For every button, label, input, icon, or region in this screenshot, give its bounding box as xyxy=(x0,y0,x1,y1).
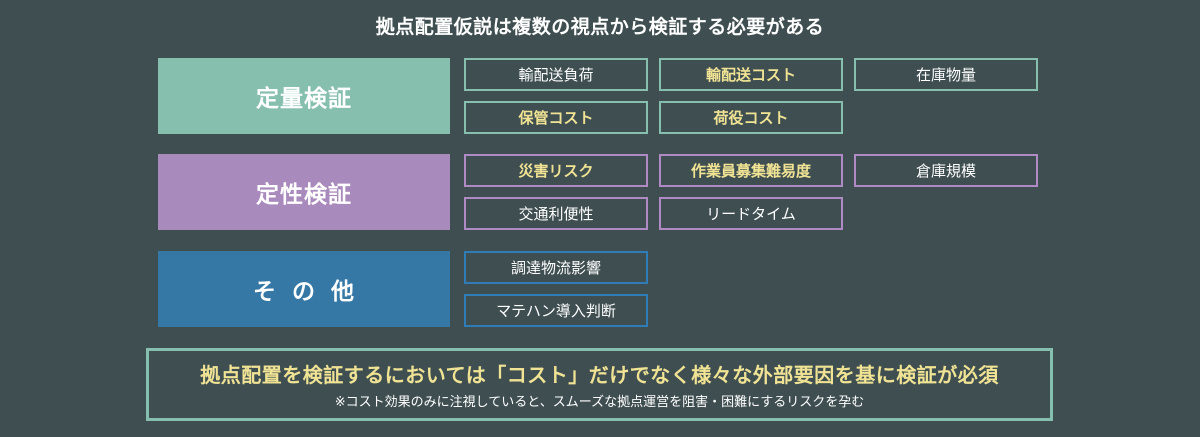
item-handling-cost: 荷役コスト xyxy=(659,101,843,134)
item-delivery-cost: 輸配送コスト xyxy=(659,58,843,91)
item-disaster-risk: 災害リスク xyxy=(464,154,648,187)
item-storage-cost: 保管コスト xyxy=(464,101,648,134)
item-lead-time: リードタイム xyxy=(659,197,843,230)
category-other: そ の 他 xyxy=(158,251,450,327)
item-warehouse-scale: 倉庫規模 xyxy=(854,154,1038,187)
item-inventory-volume: 在庫物量 xyxy=(854,58,1038,91)
item-transport-convenience: 交通利便性 xyxy=(464,197,648,230)
item-recruitment-difficulty: 作業員募集難易度 xyxy=(659,154,843,187)
category-quantitative: 定量検証 xyxy=(158,58,450,134)
summary-note: ※コスト効果のみに注視していると、スムーズな拠点運営を阻害・困難にするリスクを孕… xyxy=(334,395,865,410)
item-material-handling: マテハン導入判断 xyxy=(464,294,648,327)
item-delivery-load: 輸配送負荷 xyxy=(464,58,648,91)
summary-box: 拠点配置を検証するにおいては「コスト」だけでなく様々な外部要因を基に検証が必須 … xyxy=(146,348,1053,421)
category-qualitative: 定性検証 xyxy=(158,154,450,230)
page-title: 拠点配置仮説は複数の視点から検証する必要がある xyxy=(375,16,825,38)
summary-main: 拠点配置を検証するにおいては「コスト」だけでなく様々な外部要因を基に検証が必須 xyxy=(200,363,999,387)
item-procurement-logistics: 調達物流影響 xyxy=(464,251,648,284)
